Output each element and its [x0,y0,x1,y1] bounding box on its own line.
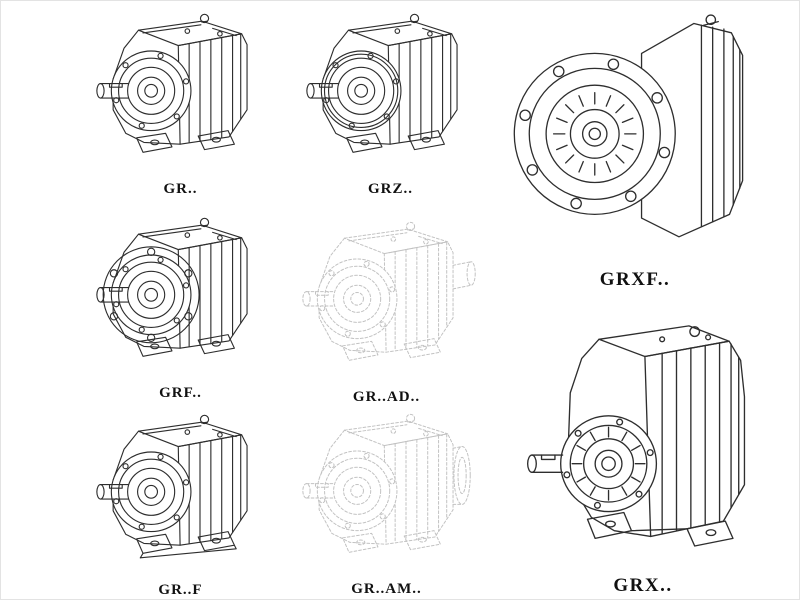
figure-gr-am: GR..AM.. [289,403,484,598]
figure-grf: GRF.. [83,207,278,402]
gr-helical-gearbox-drawing [95,13,248,153]
grz-helical-gearbox-drawing [305,13,458,153]
label-gr-f: GR..F [158,582,203,598]
label-grxf: GRXF.. [599,269,671,290]
figure-grxf: GRXF.. [496,1,774,291]
gr-ad-adapter-gearbox-drawing [301,221,476,361]
grxf-flange-gearbox-drawing [513,14,744,238]
gr-am-motor-adapter-gearbox-drawing [301,413,471,553]
figure-gr-f: GR..F [83,404,278,599]
figure-grx: GRX.. [499,301,787,597]
label-grz: GRZ.. [367,181,413,197]
figure-gr-ad: GR..AD.. [289,211,484,406]
figure-grz: GRZ.. [293,3,488,198]
label-grx: GRX.. [613,575,673,596]
label-gr-ad: GR..AD.. [352,389,421,405]
label-gr-am: GR..AM.. [351,581,422,597]
label-grf: GRF.. [159,385,202,401]
gr-f-foot-gearbox-drawing [95,414,248,559]
figure-gr: GR.. [83,3,278,198]
grf-flange-gearbox-drawing [95,217,248,357]
grx-gearbox-drawing [526,325,746,547]
label-gr: GR.. [163,181,198,197]
